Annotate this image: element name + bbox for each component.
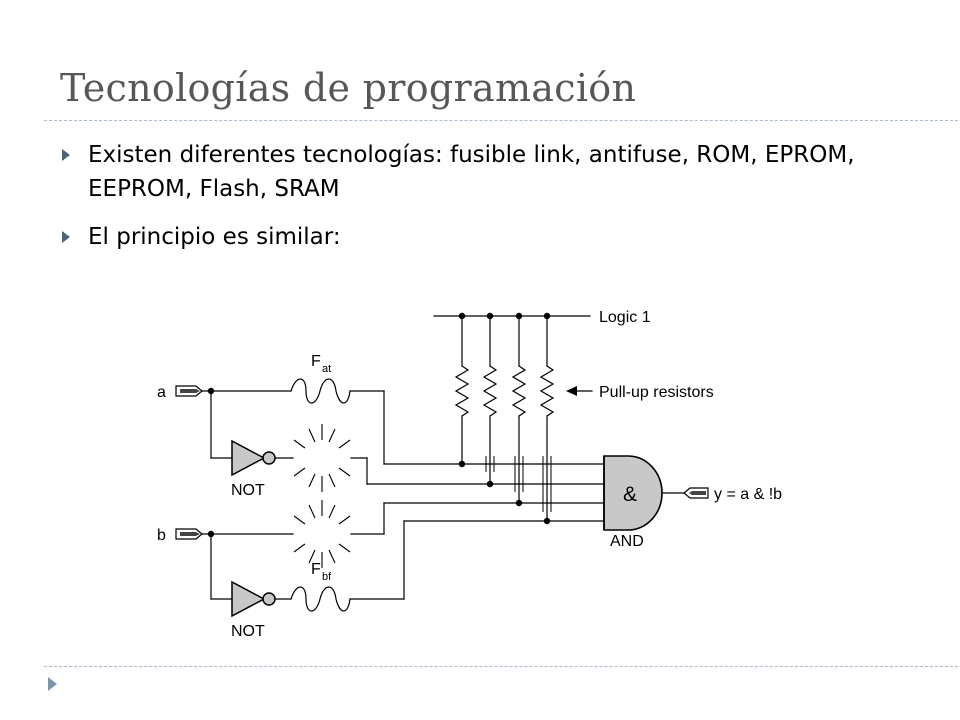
and-gate [603, 455, 663, 531]
bullet-text: El principio es similar: [88, 224, 341, 250]
triangle-bullet-icon [62, 149, 70, 161]
and-gate-label: AND [610, 533, 644, 550]
fuse-bf [290, 586, 351, 612]
junction-dots [207, 312, 551, 538]
triangle-footer-icon [48, 677, 57, 691]
pullup-arrowhead [566, 386, 577, 396]
fuse-at-label-sub: at [322, 363, 331, 375]
slide-title: Tecnologías de programación [60, 66, 637, 110]
input-a-label: a [157, 384, 166, 401]
input-b-label: b [157, 527, 166, 544]
pullup-resistor-2 [482, 315, 498, 485]
pullup-resistor-3 [511, 315, 527, 504]
bullet-item: Existen diferentes tecnologías: fusible … [60, 138, 940, 206]
output-label: y = a & !b [714, 486, 782, 503]
title-divider [44, 120, 960, 121]
pullup-resistor-1 [454, 315, 470, 465]
not-top-label: NOT [231, 482, 265, 499]
fuse-bf-label-main: F [311, 561, 321, 578]
bullet-text: Existen diferentes tecnologías: fusible … [88, 142, 855, 202]
fuse-at-label-main: F [311, 353, 321, 370]
triangle-bullet-icon [62, 231, 70, 243]
not-gate-top [231, 439, 276, 477]
not-gate-bottom [231, 580, 276, 618]
not-bottom-label: NOT [231, 623, 265, 640]
and-symbol: & [623, 483, 637, 506]
blown-fuse-bottom [293, 500, 351, 568]
bullet-list: Existen diferentes tecnologías: fusible … [60, 138, 940, 268]
fuse-at [290, 378, 351, 404]
pullup-label: Pull-up resistors [599, 384, 714, 401]
blown-fuse-top [293, 424, 351, 492]
bullet-item: El principio es similar: [60, 220, 940, 254]
fuse-bf-label-sub: bf [322, 571, 332, 583]
logic1-label: Logic 1 [599, 309, 651, 326]
footer-divider [44, 666, 960, 667]
